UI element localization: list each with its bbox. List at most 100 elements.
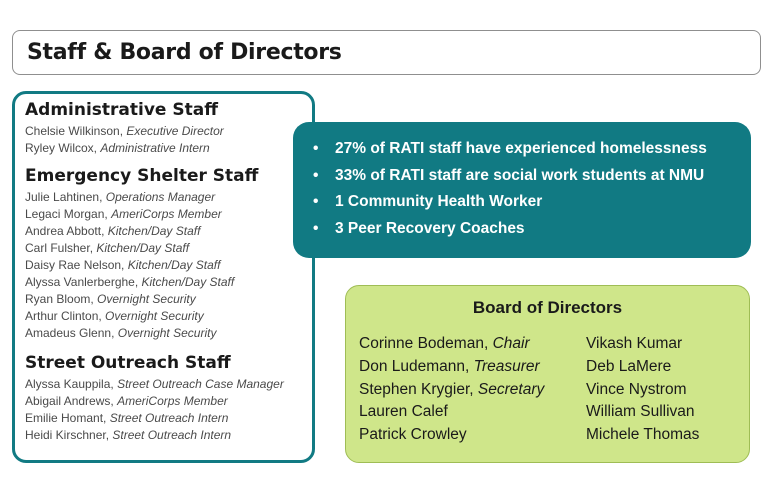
staff-role: Executive Director <box>126 124 224 138</box>
separator: , <box>111 326 118 340</box>
title-banner: Staff & Board of Directors <box>12 30 761 75</box>
separator: , <box>465 357 474 375</box>
staff-member: Amadeus Glenn, Overnight Security <box>25 325 258 342</box>
page-title: Staff & Board of Directors <box>27 40 342 65</box>
staff-role: Overnight Security <box>97 292 196 306</box>
separator: , <box>110 377 118 391</box>
board-member-name: Deb LaMere <box>586 357 672 375</box>
separator: , <box>110 394 118 408</box>
staff-role: Kitchen/Day Staff <box>141 275 235 289</box>
separator: , <box>98 309 106 323</box>
staff-role: Street Outreach Intern <box>109 411 229 425</box>
board-member-name: Don Ludemann <box>359 357 465 375</box>
staff-member: Heidi Kirschner, Street Outreach Intern <box>25 427 284 444</box>
administrative-staff-section: Administrative Staff Chelsie Wilkinson, … <box>25 100 224 157</box>
stat-text: 1 Community Health Worker <box>335 193 543 210</box>
staff-member: Daisy Rae Nelson, Kitchen/Day Staff <box>25 257 258 274</box>
board-member: Stephen Krygier, Secretary <box>359 379 544 402</box>
administrative-staff-heading: Administrative Staff <box>25 100 218 120</box>
board-member: Don Ludemann, Treasurer <box>359 356 544 379</box>
board-member-name: Vince Nystrom <box>586 380 687 398</box>
bullet-icon: • <box>313 193 319 210</box>
staff-stats-list: • 27% of RATI staff have experienced home… <box>313 136 707 242</box>
staff-name: Ryan Bloom <box>25 292 91 306</box>
staff-member: Chelsie Wilkinson, Executive Director <box>25 123 224 140</box>
stat-item: • 3 Peer Recovery Coaches <box>313 216 707 243</box>
staff-role: Street Outreach Intern <box>112 428 232 442</box>
emergency-shelter-staff-heading: Emergency Shelter Staff <box>25 166 259 186</box>
staff-member: Legaci Morgan, AmeriCorps Member <box>25 206 258 223</box>
staff-role: AmeriCorps Member <box>111 207 222 221</box>
separator: , <box>121 258 128 272</box>
staff-member: Andrea Abbott, Kitchen/Day Staff <box>25 223 258 240</box>
separator: , <box>99 190 106 204</box>
board-member-name: William Sullivan <box>586 403 695 421</box>
staff-member: Ryley Wilcox, Administrative Intern <box>25 140 224 157</box>
street-outreach-staff-heading: Street Outreach Staff <box>25 353 231 373</box>
staff-name: Chelsie Wilkinson <box>25 124 120 138</box>
board-member-name: Corinne Bodeman <box>359 335 484 352</box>
board-heading: Board of Directors <box>472 298 623 317</box>
board-member: Corinne Bodeman, Chair <box>359 333 544 356</box>
staff-role: Kitchen/Day Staff <box>127 258 221 272</box>
board-member-role: Chair <box>492 335 530 352</box>
separator: , <box>469 380 478 398</box>
staff-name: Emilie Homant <box>25 411 104 425</box>
staff-name: Daisy Rae Nelson <box>25 258 122 272</box>
stat-text: 27% of RATI staff have experienced homel… <box>335 140 707 157</box>
staff-role: Overnight Security <box>105 309 204 323</box>
board-panel: Board of Directors Corinne Bodeman, Chai… <box>345 285 750 463</box>
emergency-shelter-staff-section: Emergency Shelter Staff Julie Lahtinen, … <box>25 166 258 342</box>
board-member: Patrick Crowley <box>359 424 544 447</box>
staff-name: Alyssa Kauppila <box>25 377 111 391</box>
separator: , <box>104 207 112 221</box>
staff-member: Julie Lahtinen, Operations Manager <box>25 189 258 206</box>
stat-text: 3 Peer Recovery Coaches <box>335 219 525 237</box>
staff-panel: Administrative Staff Chelsie Wilkinson, … <box>12 91 315 463</box>
staff-role: Administrative Intern <box>100 141 210 155</box>
staff-member: Abigail Andrews, AmeriCorps Member <box>25 393 284 410</box>
board-member-name: Vikash Kumar <box>586 335 683 352</box>
separator: , <box>134 275 142 289</box>
street-outreach-staff-section: Street Outreach Staff Alyssa Kauppila, S… <box>25 353 284 444</box>
staff-member: Emilie Homant, Street Outreach Intern <box>25 410 284 427</box>
board-member-name: Patrick Crowley <box>359 426 467 444</box>
staff-role: Operations Manager <box>105 190 216 204</box>
staff-name: Ryley Wilcox <box>25 141 94 155</box>
board-member: Vince Nystrom <box>586 379 699 402</box>
stat-text: 33% of RATI staff are social work studen… <box>335 166 705 184</box>
board-member: Deb LaMere <box>586 356 699 379</box>
separator: , <box>103 411 110 425</box>
staff-member: Alyssa Kauppila, Street Outreach Case Ma… <box>25 376 284 393</box>
board-member: William Sullivan <box>586 401 699 424</box>
stat-item: • 1 Community Health Worker <box>313 189 707 216</box>
staff-name: Andrea Abbott <box>25 224 102 238</box>
staff-name: Carl Fulsher <box>25 241 90 255</box>
staff-name: Arthur Clinton <box>25 309 99 323</box>
bullet-icon: • <box>313 140 319 157</box>
board-member: Michele Thomas <box>586 424 699 447</box>
separator: , <box>89 241 97 255</box>
staff-role: Overnight Security <box>117 326 217 340</box>
staff-member: Alyssa Vanlerberghe, Kitchen/Day Staff <box>25 274 258 291</box>
board-member-role: Treasurer <box>473 357 540 375</box>
staff-stats-panel: • 27% of RATI staff have experienced home… <box>293 122 751 258</box>
separator: , <box>483 335 493 352</box>
separator: , <box>93 141 101 155</box>
staff-role: Street Outreach Case Manager <box>117 377 284 391</box>
board-member: Vikash Kumar <box>586 333 699 356</box>
staff-name: Alyssa Vanlerberghe <box>25 275 135 289</box>
staff-role: Kitchen/Day Staff <box>96 241 190 255</box>
staff-role: Kitchen/Day Staff <box>107 224 201 238</box>
separator: , <box>119 124 127 138</box>
stat-item: • 27% of RATI staff have experienced home… <box>313 136 707 163</box>
board-member-name: Stephen Krygier <box>359 380 470 398</box>
staff-name: Heidi Kirschner <box>25 428 106 442</box>
staff-member: Arthur Clinton, Overnight Security <box>25 308 258 325</box>
staff-name: Abigail Andrews <box>25 394 111 408</box>
bullet-icon: • <box>313 219 319 237</box>
